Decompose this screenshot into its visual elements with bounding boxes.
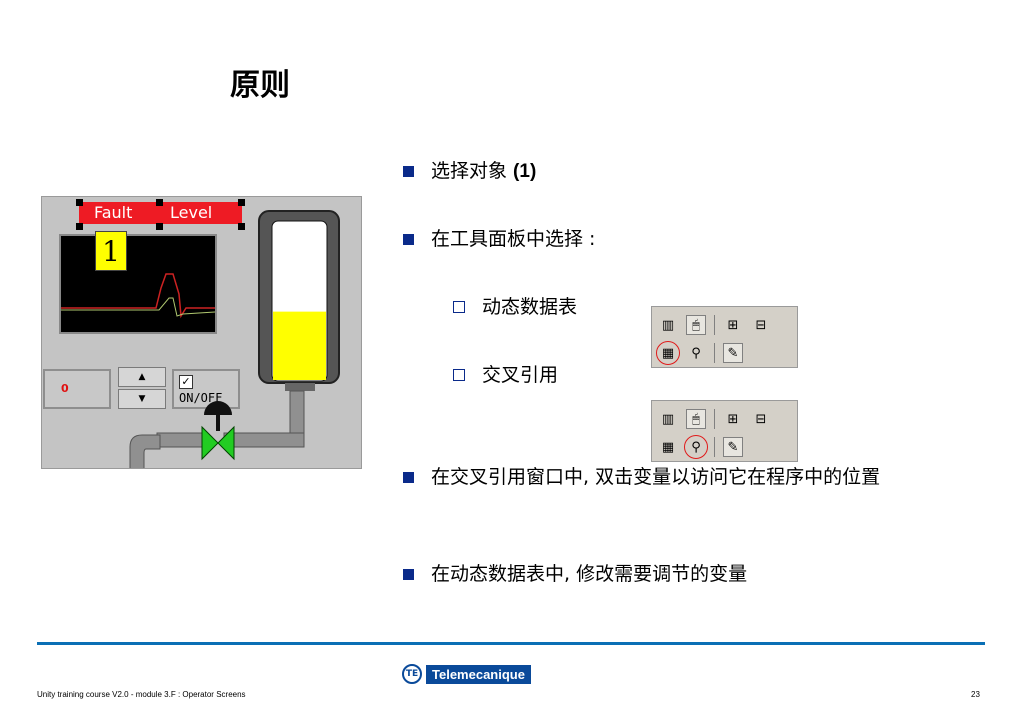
highlight-circle bbox=[656, 341, 680, 365]
selection-handle[interactable] bbox=[238, 223, 245, 230]
onoff-toggle[interactable]: ✓ ON/OFF bbox=[172, 369, 240, 409]
hollow-square-icon bbox=[453, 301, 465, 313]
animation-table-icon[interactable]: ▦ bbox=[661, 439, 675, 455]
toolbar-cross-reference: ▥ 🖱 ⊞ ⊟ ▦ ⚲ ✎ bbox=[651, 400, 798, 462]
numeric-value: 0 bbox=[61, 382, 69, 395]
mouse-icon[interactable]: 🖱 bbox=[686, 409, 706, 429]
footer-course: Unity training course V2.0 - module 3.F … bbox=[37, 690, 246, 699]
bullet-toolbar: 在工具面板中选择 : bbox=[403, 226, 971, 252]
numeric-display[interactable]: 0 bbox=[43, 369, 111, 409]
bullet-square-icon bbox=[403, 166, 414, 177]
up-down-buttons: ▲ ▼ bbox=[118, 367, 166, 409]
brand-logo: TE Telemecanique bbox=[402, 664, 531, 684]
bullet-text: 动态数据表 bbox=[482, 296, 578, 318]
selection-handle[interactable] bbox=[76, 223, 83, 230]
tree-icon[interactable]: ⊞ bbox=[727, 317, 739, 333]
hollow-square-icon bbox=[453, 369, 465, 381]
tree-icon[interactable]: ⊞ bbox=[727, 411, 739, 427]
bullet-text: 选择对象 bbox=[431, 160, 514, 182]
bullet-select-object: 选择对象 (1) bbox=[403, 158, 971, 185]
bullet-cross-ref-window: 在交叉引用窗口中, 双击变量以访问它在程序中的位置 bbox=[403, 464, 971, 490]
alarm-label-bar[interactable] bbox=[79, 202, 242, 224]
highlight-circle bbox=[684, 435, 708, 459]
logo-text: Telemecanique bbox=[426, 664, 531, 684]
page-number: 23 bbox=[971, 690, 980, 699]
grid-icon[interactable]: ▥ bbox=[661, 411, 675, 427]
sub-bullet-cross-reference: 交叉引用 bbox=[453, 362, 642, 388]
bullet-ref: (1) bbox=[513, 161, 537, 182]
binoculars-icon[interactable]: ⚲ bbox=[691, 345, 701, 361]
up-button[interactable]: ▲ bbox=[118, 367, 166, 387]
bullet-text: 在交叉引用窗口中, 双击变量以访问它在程序中的位置 bbox=[431, 466, 881, 488]
bullet-text: 在动态数据表中, 修改需要调节的变量 bbox=[431, 563, 748, 585]
sub-bullet-animation-table: 动态数据表 bbox=[453, 294, 642, 320]
footer-rule bbox=[37, 642, 985, 645]
operator-screen: Fault Level 1 0 ▲ ▼ ✓ ON/OFF bbox=[41, 196, 362, 469]
mouse-icon[interactable]: 🖱 bbox=[686, 315, 706, 335]
checkbox[interactable]: ✓ bbox=[179, 375, 193, 389]
edit-icon[interactable]: ✎ bbox=[723, 437, 743, 457]
edit-icon[interactable]: ✎ bbox=[723, 343, 743, 363]
toolbar-animation-table: ▥ 🖱 ⊞ ⊟ ▦ ⚲ ✎ bbox=[651, 306, 798, 368]
bullet-text: 交叉引用 bbox=[482, 364, 559, 386]
bullet-square-icon bbox=[403, 569, 414, 580]
network-icon[interactable]: ⊟ bbox=[755, 411, 767, 427]
down-button[interactable]: ▼ bbox=[118, 389, 166, 409]
selection-handle[interactable] bbox=[76, 199, 83, 206]
bullet-text: 在工具面板中选择 : bbox=[431, 228, 596, 250]
logo-mark-icon: TE bbox=[402, 664, 422, 684]
selection-handle[interactable] bbox=[156, 223, 163, 230]
object-marker: 1 bbox=[95, 231, 127, 271]
level-label: Level bbox=[170, 203, 213, 222]
selection-handle[interactable] bbox=[238, 199, 245, 206]
trend-display bbox=[59, 234, 217, 334]
fault-label: Fault bbox=[94, 203, 133, 222]
onoff-label: ON/OFF bbox=[179, 391, 223, 405]
bullet-square-icon bbox=[403, 234, 414, 245]
grid-icon[interactable]: ▥ bbox=[661, 317, 675, 333]
selection-handle[interactable] bbox=[156, 199, 163, 206]
bullet-square-icon bbox=[403, 472, 414, 483]
tank-and-piping bbox=[129, 210, 340, 468]
network-icon[interactable]: ⊟ bbox=[755, 317, 767, 333]
bullet-animation-table: 在动态数据表中, 修改需要调节的变量 bbox=[403, 561, 971, 587]
slide-title: 原则 bbox=[230, 68, 290, 103]
